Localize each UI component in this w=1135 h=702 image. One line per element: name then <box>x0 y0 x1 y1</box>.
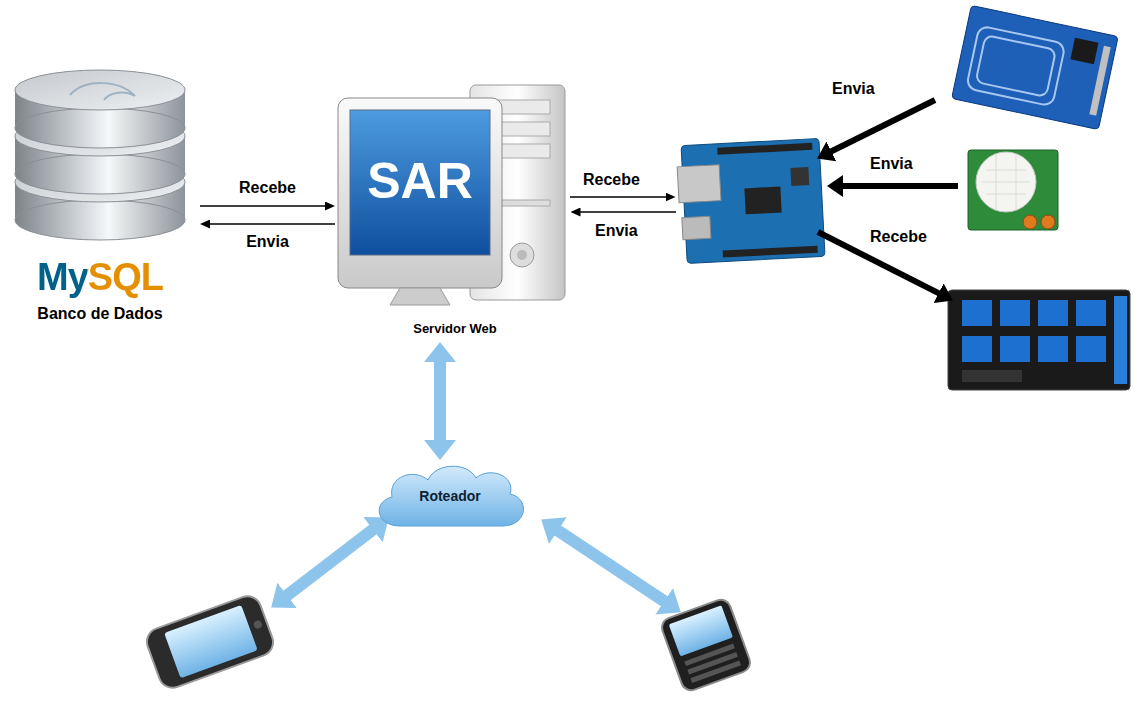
smartphone <box>143 592 277 691</box>
cylinder-bottom <box>15 108 185 148</box>
server-icon <box>338 85 565 305</box>
screen-title: SAR <box>367 153 473 211</box>
power-button <box>517 250 527 260</box>
board <box>948 290 1130 390</box>
database-node: MySQL Banco de Dados <box>5 85 200 330</box>
relay-board <box>948 290 1130 390</box>
pin-header <box>1089 46 1110 116</box>
potentiometer <box>1041 215 1055 229</box>
dolphin-mark <box>70 83 135 100</box>
cylinder-top <box>15 70 185 110</box>
relay <box>1038 336 1068 362</box>
smartphone <box>659 597 753 693</box>
relay <box>962 336 992 362</box>
chip <box>790 167 809 186</box>
keyboard-row <box>690 661 741 683</box>
arrow <box>842 183 958 189</box>
cloud-label: Roteador <box>419 488 480 504</box>
terminal-block <box>1114 296 1127 384</box>
phone-body <box>143 592 277 691</box>
link-arrow <box>557 530 665 602</box>
cloud-outline <box>379 466 523 526</box>
potentiometer <box>1023 215 1037 229</box>
ethernet-jack <box>677 165 721 203</box>
cylinder-bottom <box>15 200 185 240</box>
connector <box>434 361 446 441</box>
monitor-stand <box>390 288 450 305</box>
monitor <box>338 98 502 288</box>
pir-sensor <box>968 150 1058 230</box>
arrow <box>580 211 676 213</box>
chip <box>744 186 781 214</box>
arrow-label: Recebe <box>583 171 640 189</box>
connector <box>200 205 326 207</box>
arrow <box>570 196 666 198</box>
relay <box>1000 336 1030 362</box>
arrow <box>831 100 936 152</box>
phone-screen <box>164 605 257 678</box>
connector <box>210 223 336 225</box>
database-icon <box>15 70 185 240</box>
antenna <box>976 35 1056 97</box>
pin-header <box>723 246 818 258</box>
board <box>952 5 1118 129</box>
power-button <box>510 243 534 267</box>
cylinder-bottom <box>15 154 185 194</box>
fresnel-dome <box>976 152 1036 212</box>
pin-header <box>717 143 812 155</box>
relay <box>1038 300 1068 326</box>
antenna <box>966 26 1065 107</box>
relay <box>1076 300 1106 326</box>
relay <box>962 300 992 326</box>
chip <box>1070 38 1098 65</box>
board <box>968 150 1058 230</box>
relay <box>1076 336 1106 362</box>
node-caption: Banco de Dados <box>37 305 162 323</box>
rfid-reader <box>952 5 1118 129</box>
phone-button <box>253 619 263 629</box>
edge-label: Recebe <box>239 179 296 197</box>
dome-facets <box>982 154 1030 210</box>
arrow-label: Envia <box>832 80 875 98</box>
usb-port <box>682 216 711 239</box>
arrow-label: Recebe <box>870 228 927 246</box>
arduino-board <box>676 138 825 263</box>
router-cloud: Roteador <box>370 460 530 532</box>
relay <box>1000 300 1030 326</box>
mysql-logo-text: MySQL <box>37 256 163 300</box>
web-server-node: SAR Servidor Web <box>335 85 570 342</box>
node-caption: Servidor Web <box>413 322 497 337</box>
monitor-screen <box>350 110 490 255</box>
arrow-label: Envia <box>870 155 913 173</box>
edge-label: Envia <box>246 233 289 251</box>
phone-body <box>659 597 753 693</box>
pin-header <box>962 370 1022 382</box>
link-arrow <box>286 529 373 596</box>
arrow-label: Envia <box>595 222 638 240</box>
